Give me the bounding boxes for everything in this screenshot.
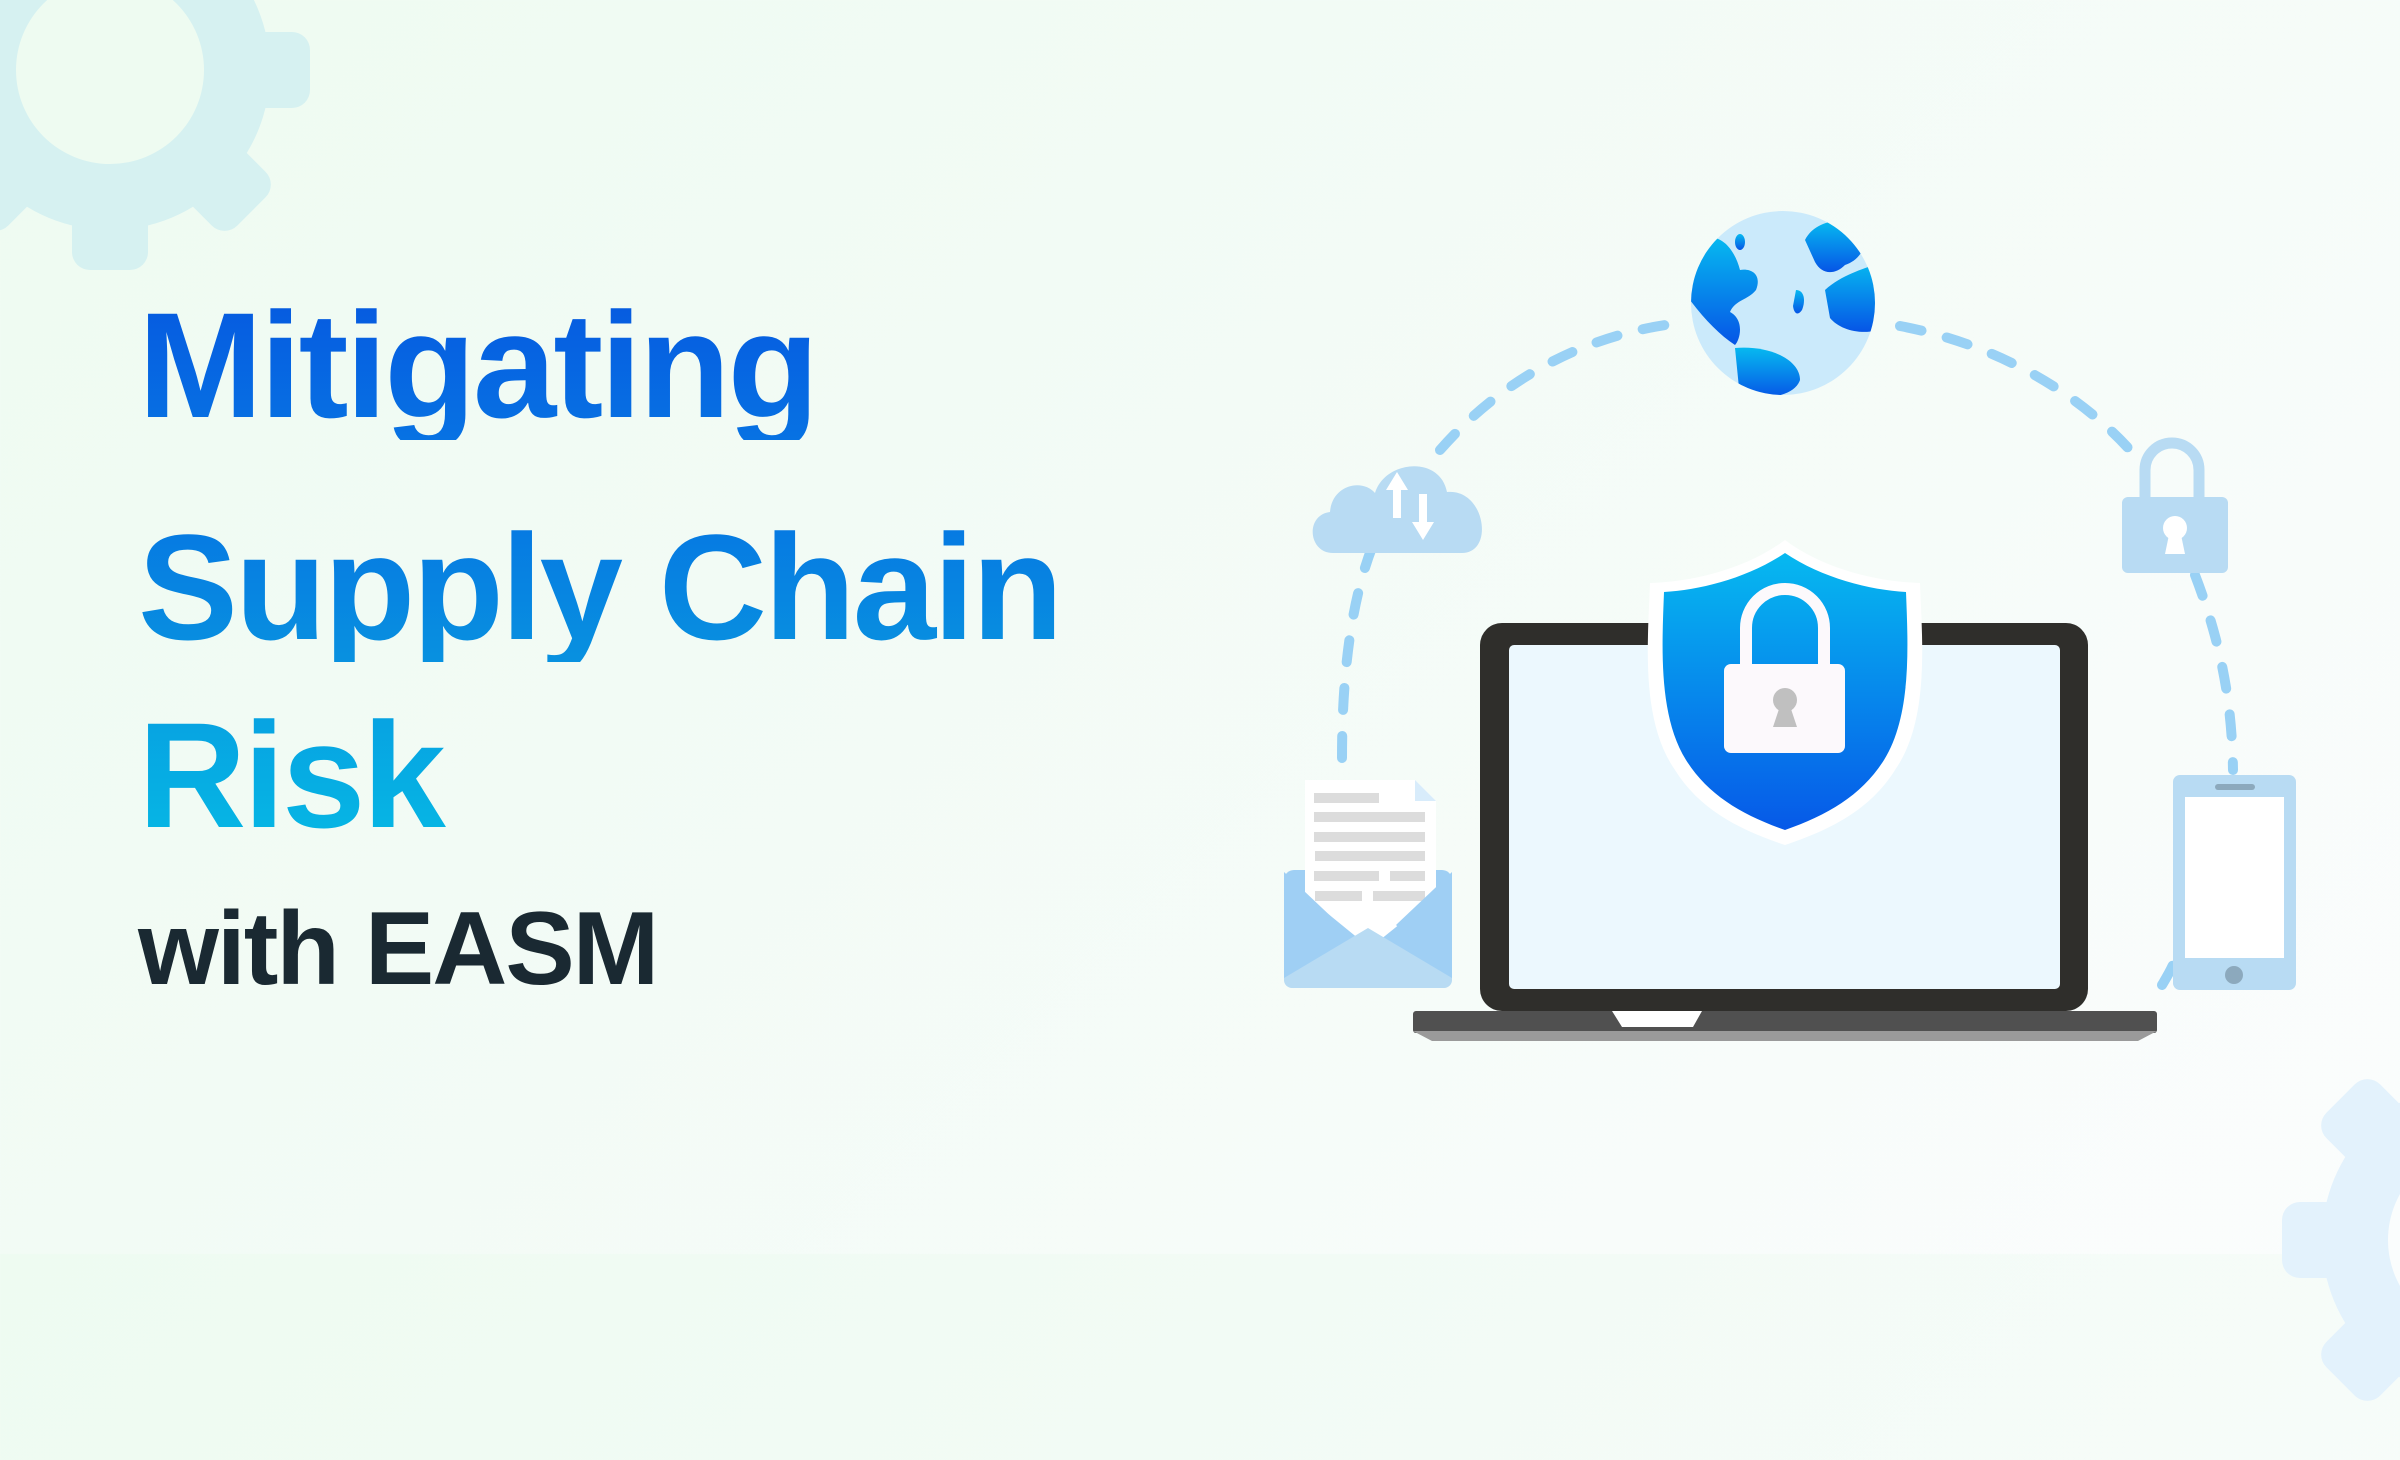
security-illustration [1284,211,2296,1041]
smartphone-icon [2173,775,2296,990]
dashed-connection-path [1337,317,2238,990]
envelope-document-icon [1284,780,1452,988]
headline-line-1: Mitigating [138,290,1060,440]
headline-line-3: Risk [138,700,1060,850]
subheadline: with EASM [138,891,659,1007]
padlock-icon [2122,437,2228,573]
headline-line-2: Supply Chain [138,503,1063,671]
cloud-sync-icon [1312,466,1482,553]
globe-icon [1691,211,1875,395]
shield-lock-icon [1647,540,1923,845]
gear-icon-top-left [0,0,310,270]
headline: Mitigating Supply Chain Risk with EASM [138,290,1063,1009]
